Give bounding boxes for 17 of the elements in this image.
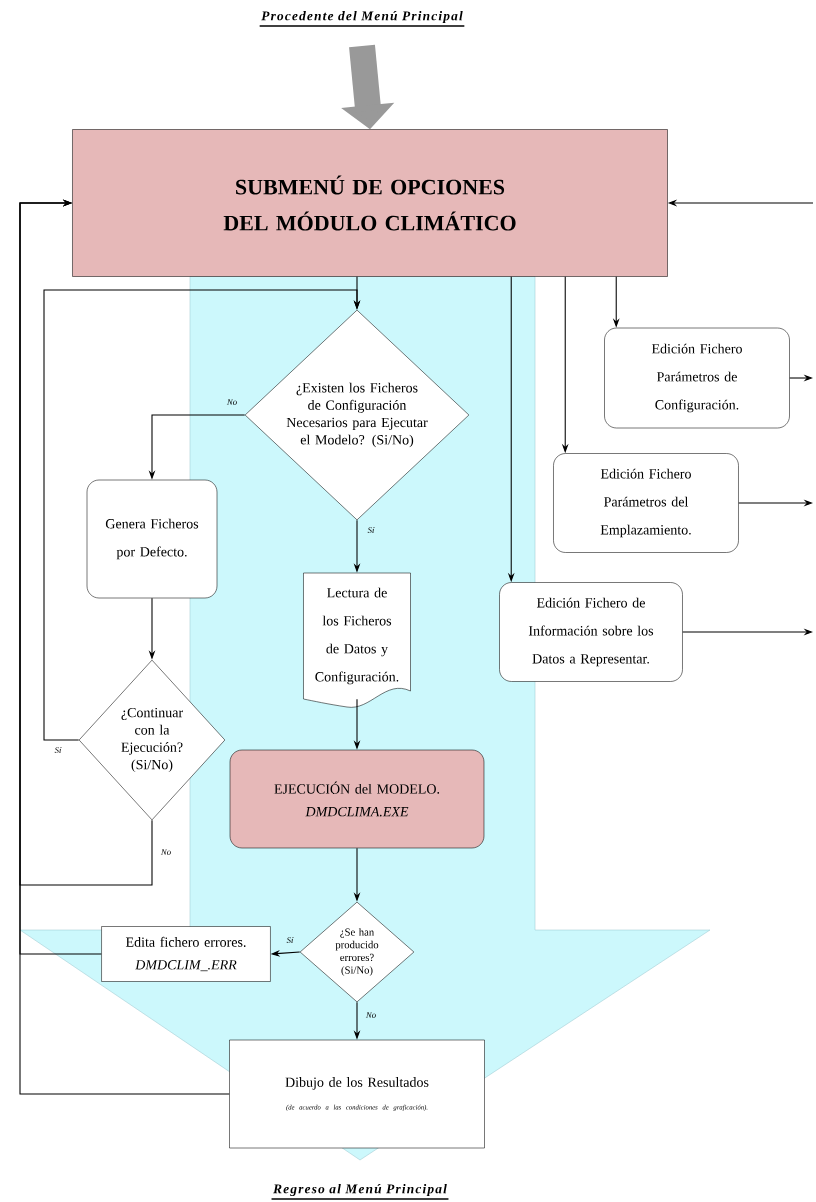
edge-label: No: [365, 1012, 376, 1018]
process-box: Genera Ficheros por Defecto.: [86, 479, 218, 599]
heading: Procedente del Menú Principal: [258, 10, 466, 27]
edge-label: Sí: [367, 526, 375, 534]
edge-label: No: [160, 849, 171, 855]
process-box: Edición Fichero Parámetros del Emplazamiento.: [553, 453, 739, 553]
process-box: Edita fichero errores. DMDCLIM_.ERR: [101, 926, 271, 982]
process-box: Edición Fichero de Información sobre los Datos a Representar.: [499, 582, 683, 682]
edge-label: No: [226, 399, 237, 405]
arrow: [43, 289, 361, 741]
heading: Regreso al Menú Principal: [270, 1183, 450, 1200]
menu-box: SUBMENÚ DE OPCIONES DEL MÓDULO CLIMÁTICO: [72, 129, 668, 277]
process-box: Edición Fichero Parámetros de Configuración.: [604, 327, 790, 429]
edge-label: Sí: [54, 746, 62, 754]
process-box: EJECUCIÓN del MODELO. DMDCLIMA.EXE: [229, 749, 485, 849]
arrow: [19, 199, 230, 1095]
edge-label: Sí: [286, 936, 294, 944]
